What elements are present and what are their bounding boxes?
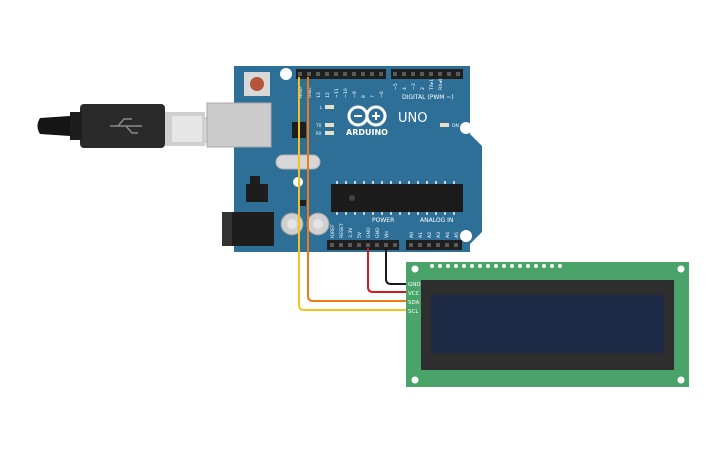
analog-pin-a0: A0 bbox=[409, 232, 415, 238]
wire-scl[interactable] bbox=[298, 77, 406, 311]
wire-sda[interactable] bbox=[307, 77, 406, 302]
digital-pin-aref: AREF bbox=[298, 86, 304, 98]
digital-header-label: DIGITAL (PWM ~) bbox=[402, 94, 454, 101]
wire-gnd[interactable] bbox=[385, 248, 406, 285]
lcd-pin-gnd: GND bbox=[408, 282, 421, 288]
analog-pin-a2: A2 bbox=[427, 232, 433, 238]
lcd-header-pads bbox=[430, 264, 562, 268]
digital-pin-tx-1: TX▸1 bbox=[429, 79, 435, 91]
digital-pin-6: ~6 bbox=[379, 91, 385, 98]
power-pin-gnd: GND bbox=[366, 227, 372, 238]
power-jack bbox=[222, 212, 274, 246]
power-pin-vin: Vin bbox=[384, 231, 390, 238]
arduino-logo-text: ARDUINO bbox=[346, 128, 388, 137]
led-l-label: L bbox=[320, 105, 323, 110]
lcd-screen bbox=[431, 295, 664, 353]
board-model: UNO bbox=[398, 111, 427, 126]
analog-pin-a5: A5 bbox=[454, 232, 460, 238]
power-pin-reset: RESET bbox=[339, 223, 345, 238]
usb-icon bbox=[110, 118, 142, 134]
digital-pin-5: ~5 bbox=[393, 83, 399, 90]
reset-button[interactable] bbox=[244, 72, 270, 96]
usb-port bbox=[206, 102, 272, 148]
digital-pin-7: 7 bbox=[370, 95, 376, 98]
power-header[interactable] bbox=[327, 240, 399, 250]
digital-pin-11: ~11 bbox=[334, 88, 340, 98]
led-on bbox=[440, 123, 449, 127]
usb-cable bbox=[37, 104, 239, 148]
digital-pin-13: 13 bbox=[316, 92, 322, 98]
led-tx-label: TX bbox=[315, 123, 321, 128]
digital-pin-8: 8 bbox=[361, 95, 367, 98]
digital-pin-2: 2 bbox=[420, 87, 426, 90]
digital-pin-9: ~9 bbox=[352, 91, 358, 98]
wire-vcc[interactable] bbox=[367, 248, 406, 293]
analog-pin-a3: A3 bbox=[436, 232, 442, 238]
lcd-pin-sda: SDA bbox=[408, 300, 420, 306]
analog-header-label: ANALOG IN bbox=[420, 217, 453, 224]
led-rx-label: RX bbox=[316, 131, 322, 136]
digital-pin-12: 12 bbox=[325, 92, 331, 98]
power-pin-5v: 5V bbox=[357, 231, 363, 238]
led-rx bbox=[325, 131, 334, 135]
lcd-pin-scl: SCL bbox=[408, 309, 419, 315]
lcd-module[interactable]: GND VCC SDA SCL bbox=[406, 262, 689, 387]
digital-pin-4: 4 bbox=[402, 87, 408, 90]
led-l bbox=[325, 105, 334, 109]
power-pin-gnd: GND bbox=[375, 227, 381, 238]
digital-pin-10: ~10 bbox=[343, 88, 349, 98]
digital-pin-3: ~3 bbox=[411, 83, 417, 90]
digital-pin-gnd: GND bbox=[307, 87, 313, 98]
analog-header[interactable] bbox=[406, 240, 462, 250]
led-tx bbox=[325, 123, 334, 127]
digital-pin-rx-0: RX◂0 bbox=[438, 78, 444, 90]
lcd-pin-vcc: VCC bbox=[408, 291, 420, 297]
led-on-label: ON bbox=[452, 123, 459, 129]
atmega-chip bbox=[331, 181, 463, 215]
analog-pin-a1: A1 bbox=[418, 232, 424, 238]
power-header-label: POWER bbox=[372, 217, 394, 224]
arduino-logo-icon bbox=[347, 105, 387, 127]
power-pin-ioref: IOREF bbox=[330, 224, 336, 238]
analog-pin-a4: A4 bbox=[445, 232, 451, 238]
wires bbox=[298, 77, 406, 311]
lcd-pin-labels: GND VCC SDA SCL bbox=[408, 282, 421, 315]
power-pin-3-3v: 3.3V bbox=[348, 227, 354, 238]
capacitors bbox=[280, 212, 330, 236]
voltage-regulator bbox=[246, 184, 268, 202]
digital-header[interactable] bbox=[296, 69, 463, 79]
